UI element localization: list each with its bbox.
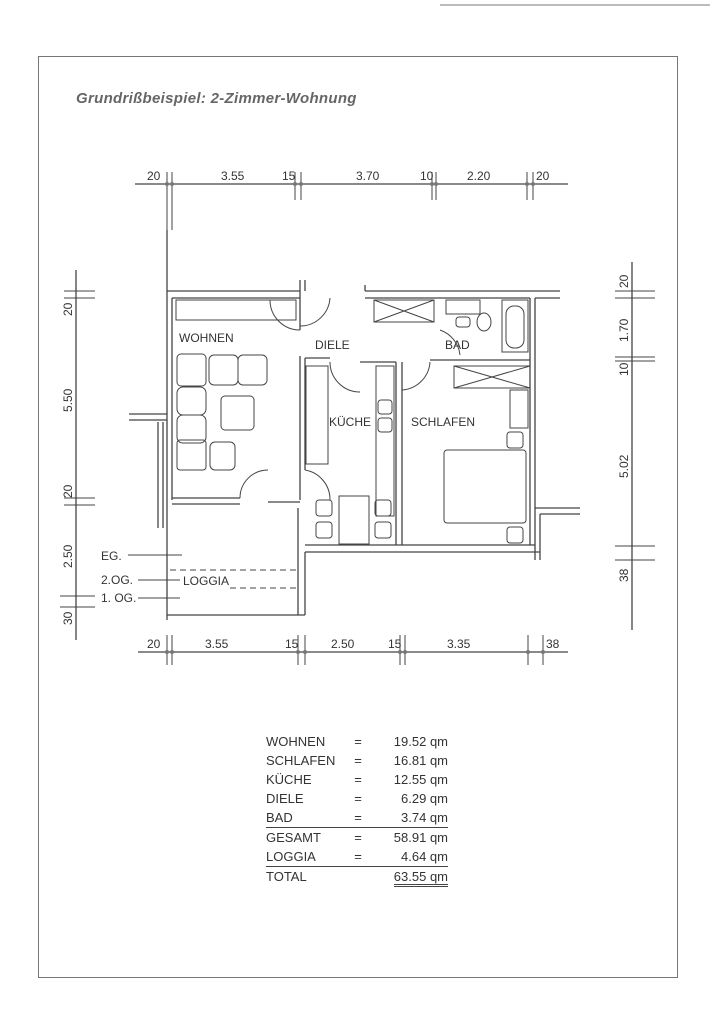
- dim-bottom-6: 38: [546, 637, 560, 651]
- level-label-eg: EG.: [101, 549, 122, 563]
- dim-right-3: 5.02: [617, 454, 631, 478]
- dim-bottom-0: 20: [147, 637, 161, 651]
- room-label-kueche: KÜCHE: [329, 415, 371, 429]
- equals-sign: =: [354, 772, 362, 787]
- table-row: KÜCHE = 12.55 qm: [266, 770, 448, 789]
- top-dimension-line: 20 3.55 15 3.70 10 2.20 20: [135, 169, 568, 230]
- page-title: Grundrißbeispiel: 2-Zimmer-Wohnung: [76, 90, 357, 107]
- room-label-loggia: LOGGIA: [183, 574, 229, 588]
- total-value: 63.55 qm: [393, 869, 448, 887]
- equals-sign: =: [354, 734, 362, 749]
- dim-right-0: 20: [617, 274, 631, 288]
- level-label-1og: 1. OG.: [101, 591, 136, 605]
- area-value: 58.91 qm: [374, 827, 448, 847]
- dim-left-1: 5.50: [61, 388, 75, 412]
- table-row: DIELE = 6.29 qm: [266, 789, 448, 808]
- dim-bottom-5: 3.35: [447, 637, 471, 651]
- dim-bottom-3: 2.50: [331, 637, 355, 651]
- loggia-row: LOGGIA = 4.64 qm: [266, 847, 448, 867]
- dim-top-3: 3.70: [356, 169, 380, 183]
- equals-sign: =: [342, 827, 374, 847]
- dim-top-0: 20: [147, 169, 161, 183]
- room-label-bad: BAD: [445, 338, 470, 352]
- area-table: WOHNEN = 19.52 qm SCHLAFEN = 16.81 qm KÜCHE =…: [266, 732, 448, 887]
- loggia-outline: [170, 569, 300, 615]
- table-row: SCHLAFEN = 16.81 qm: [266, 751, 448, 770]
- area-name: TOTAL: [266, 866, 342, 886]
- dim-bottom-4: 15: [388, 637, 402, 651]
- scan-edge: [440, 4, 710, 6]
- dim-top-2: 15: [282, 169, 296, 183]
- dim-top-4: 10: [420, 169, 434, 183]
- dim-right-1: 1.70: [617, 318, 631, 342]
- area-value: 12.55 qm: [393, 772, 448, 787]
- right-dimension-line: 20 1.70 10 5.02 38: [615, 262, 655, 630]
- dim-bottom-2: 15: [285, 637, 299, 651]
- area-name: GESAMT: [266, 827, 342, 847]
- dim-top-1: 3.55: [221, 169, 245, 183]
- bottom-dimension-line: 20 3.55 15 2.50 15 3.35 38: [138, 635, 568, 665]
- dim-right-4: 38: [617, 568, 631, 582]
- equals-sign: =: [354, 810, 362, 825]
- area-value: 4.64 qm: [401, 849, 448, 864]
- area-name: WOHNEN: [266, 734, 326, 749]
- dim-top-6: 20: [536, 169, 550, 183]
- dim-bottom-1: 3.55: [205, 637, 229, 651]
- area-value: 19.52 qm: [393, 734, 448, 749]
- doors: [239, 297, 461, 501]
- area-value: 16.81 qm: [393, 753, 448, 768]
- furniture: [175, 299, 531, 545]
- area-value: 6.29 qm: [401, 791, 448, 806]
- page-frame: [38, 56, 678, 978]
- dim-left-0: 20: [61, 302, 75, 316]
- equals-sign: =: [354, 791, 362, 806]
- room-label-schlafen: SCHLAFEN: [411, 415, 475, 429]
- area-name: SCHLAFEN: [266, 753, 336, 768]
- table-row: WOHNEN = 19.52 qm: [266, 732, 448, 751]
- dim-left-2: 20: [61, 484, 75, 498]
- left-dimension-line: 20 5.50 20 2.50 30: [60, 270, 95, 640]
- table-row: BAD = 3.74 qm: [266, 808, 448, 828]
- gesamt-row: GESAMT=58.91 qm: [266, 827, 448, 847]
- dim-left-4: 30: [61, 611, 75, 625]
- total-row: TOTAL 63.55 qm: [266, 866, 448, 887]
- room-label-diele: DIELE: [315, 338, 350, 352]
- dim-right-2: 10: [617, 362, 631, 376]
- room-label-wohnen: WOHNEN: [179, 331, 234, 345]
- area-name: KÜCHE: [266, 772, 312, 787]
- area-name: DIELE: [266, 791, 304, 806]
- dim-top-5: 2.20: [467, 169, 491, 183]
- area-value: 3.74 qm: [401, 810, 448, 825]
- equals-sign: =: [354, 849, 362, 864]
- area-name: BAD: [266, 810, 293, 825]
- equals-sign: =: [354, 753, 362, 768]
- level-label-2og: 2.OG.: [101, 573, 133, 587]
- area-name: LOGGIA: [266, 849, 316, 864]
- level-leaders: [128, 554, 182, 599]
- dim-left-3: 2.50: [61, 544, 75, 568]
